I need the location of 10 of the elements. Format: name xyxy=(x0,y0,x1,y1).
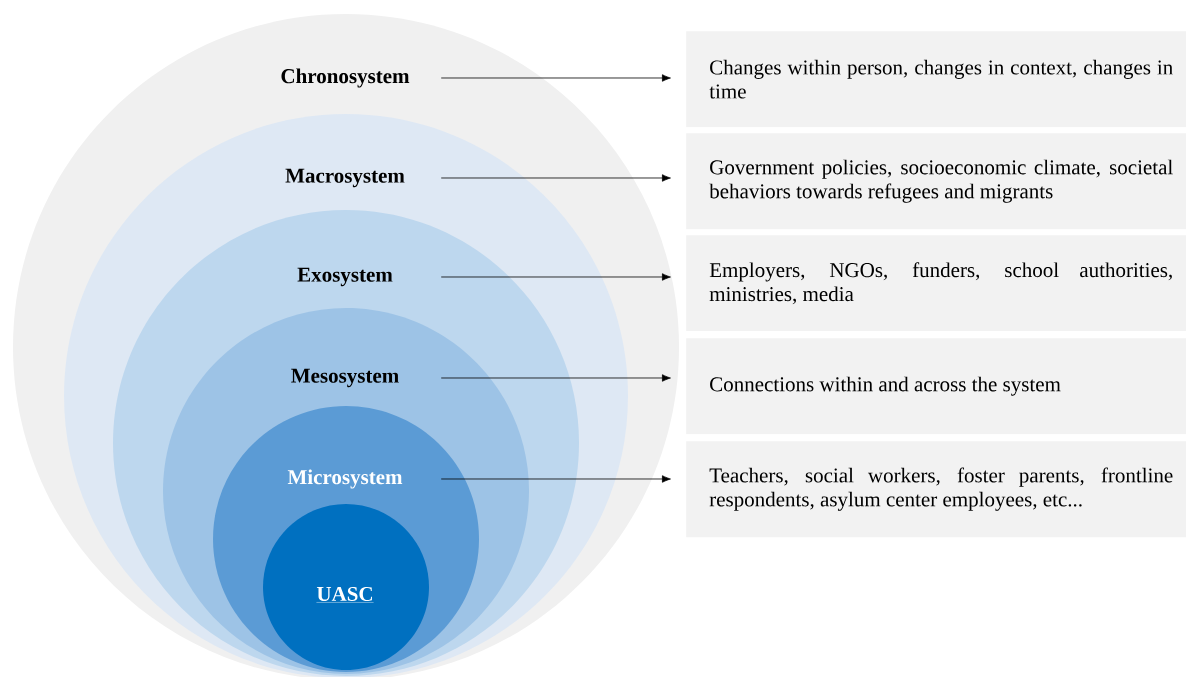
description-box: Changes within person, changes in context, changes in time xyxy=(686,31,1186,128)
description-box: Connections within and across the system xyxy=(686,338,1186,435)
description-box: Employers, NGOs, funders, school authorities, ministries, media xyxy=(686,235,1186,332)
arrow xyxy=(440,374,671,382)
arrow xyxy=(440,475,671,483)
arrow xyxy=(440,273,671,281)
description-box: Government policies, socioeconomic climate, societal behaviors towards refugees and migrants xyxy=(686,133,1186,230)
description-box: Teachers, social workers, foster parents, frontline respondents, asylum center employees, etc... xyxy=(686,441,1186,538)
arrow xyxy=(440,74,671,82)
arrow xyxy=(440,174,671,182)
